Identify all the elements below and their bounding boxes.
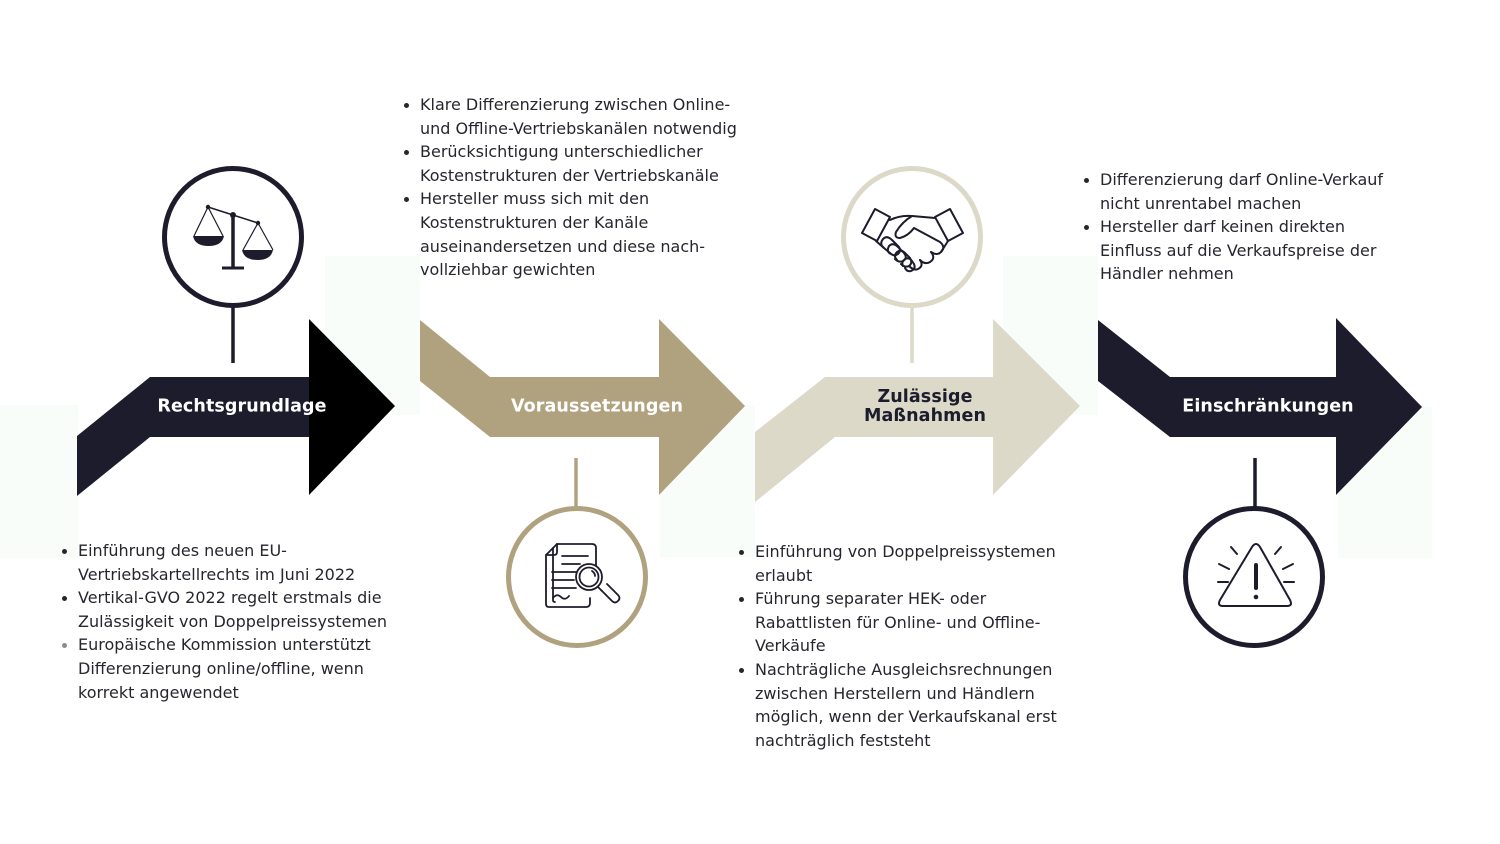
bullet-item: Einführung des neuen EU- Vertriebskartel… bbox=[61, 539, 387, 586]
arrow-step-1 bbox=[77, 319, 395, 496]
step-1-label: Rechtsgrundlage bbox=[157, 396, 327, 417]
bullet-item: Differenzierung darf Online-Verkauf nich… bbox=[1083, 168, 1383, 215]
background-panels bbox=[0, 256, 1432, 558]
step-3-bullet-list: Einführung von Doppelpreissystemen erlau… bbox=[738, 540, 1057, 752]
arrow-step-3 bbox=[755, 319, 1080, 502]
bullet-item: Klare Differenzierung zwischen Online- u… bbox=[403, 93, 737, 140]
bullet-item: Führung separater HEK- oder Rabattlisten… bbox=[738, 587, 1057, 658]
bullet-item: Hersteller darf keinen direkten Einfluss… bbox=[1083, 215, 1383, 286]
step-2-label: Voraussetzungen bbox=[510, 396, 684, 417]
step-4-connector bbox=[1183, 458, 1325, 648]
step-2-connector bbox=[506, 458, 648, 648]
bullet-item: Einführung von Doppelpreissystemen erlau… bbox=[738, 540, 1057, 587]
bullet-item: Hersteller muss sich mit den Kostenstruk… bbox=[403, 187, 737, 281]
bullet-item: Nachträgliche Ausgleichsrechnungen zwisc… bbox=[738, 658, 1057, 752]
bullet-item: Europäische Kommission unterstützt Diffe… bbox=[61, 633, 387, 704]
step-4-label: Einschränkungen bbox=[1182, 396, 1354, 417]
bullet-item: Vertikal-GVO 2022 regelt erstmals die Zu… bbox=[61, 586, 387, 633]
bullet-item: Berücksichtigung unterschiedlicher Koste… bbox=[403, 140, 737, 187]
arrow-step-2 bbox=[420, 319, 745, 495]
handshake-icon bbox=[861, 208, 964, 273]
arrow-step-4 bbox=[1098, 318, 1422, 495]
step-3-connector bbox=[841, 166, 983, 363]
warning-icon bbox=[1217, 543, 1295, 607]
step-2-bullet-list: Klare Differenzierung zwischen Online- u… bbox=[403, 93, 737, 282]
step-4-bullet-list: Differenzierung darf Online-Verkauf nich… bbox=[1083, 168, 1383, 286]
document-search-icon bbox=[545, 543, 621, 608]
step-3-label: Zulässige Maßnahmen bbox=[864, 387, 986, 426]
step-1-bullet-list: Einführung des neuen EU- Vertriebskartel… bbox=[61, 539, 387, 704]
scales-icon bbox=[193, 204, 274, 270]
